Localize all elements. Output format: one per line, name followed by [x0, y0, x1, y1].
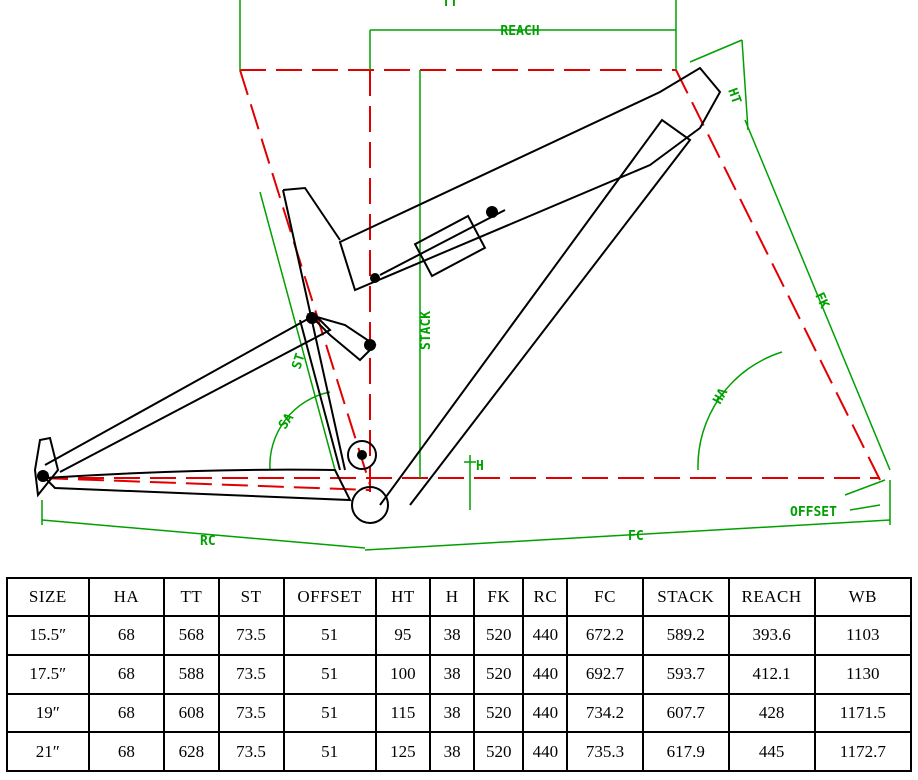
- cell-rc: 440: [522, 731, 569, 772]
- table-header-row: SIZE HA TT ST OFFSET HT H FK RC FC STACK…: [6, 577, 913, 617]
- header-size: SIZE: [6, 577, 90, 617]
- rc-label: RC: [200, 534, 216, 549]
- cell-tt: 608: [163, 692, 220, 734]
- cell-fc: 672.2: [566, 615, 644, 656]
- cell-offset: 51: [282, 692, 377, 734]
- frame-outline: [33, 66, 722, 524]
- cell-stack: 593.7: [641, 653, 730, 695]
- cell-fc: 734.2: [566, 692, 644, 734]
- offset-label: OFFSET: [790, 505, 837, 520]
- cell-h: 38: [429, 615, 476, 656]
- header-ha: HA: [87, 577, 166, 617]
- cell-reach: 412.1: [727, 653, 816, 695]
- header-wb: WB: [813, 577, 913, 617]
- cell-tt: 588: [163, 653, 220, 695]
- table-row: 19″ 68 608 73.5 51 115 38 520 440 734.2 …: [6, 692, 913, 734]
- cell-ht: 95: [374, 615, 432, 656]
- frame-geometry-diagram: TT REACH HT STACK FK ST SA HA H RC FC OF…: [33, 0, 891, 551]
- header-reach: REACH: [727, 577, 816, 617]
- ht-label: HT: [724, 86, 744, 106]
- st-label: ST: [290, 352, 309, 372]
- h-label: H: [476, 459, 484, 474]
- dimension-lines: [41, 0, 891, 551]
- cell-size: 17.5″: [6, 653, 90, 695]
- header-tt: TT: [163, 577, 220, 617]
- cell-stack: 589.2: [641, 615, 730, 656]
- cell-fk: 520: [473, 615, 525, 656]
- cell-size: 21″: [6, 731, 90, 772]
- cell-tt: 568: [163, 615, 220, 656]
- cell-st: 73.5: [217, 653, 285, 695]
- tt-label: TT: [442, 0, 458, 10]
- fc-label: FC: [628, 529, 644, 544]
- cell-rc: 440: [522, 653, 569, 695]
- cell-offset: 51: [282, 653, 377, 695]
- cell-size: 15.5″: [6, 615, 90, 656]
- cell-reach: 393.6: [727, 615, 816, 656]
- header-rc: RC: [522, 577, 569, 617]
- cell-fc: 735.3: [566, 731, 644, 772]
- cell-fc: 692.7: [566, 653, 644, 695]
- cell-ha: 68: [87, 692, 166, 734]
- cell-rc: 440: [522, 615, 569, 656]
- cell-ht: 125: [374, 731, 432, 772]
- cell-ht: 100: [374, 653, 432, 695]
- cell-wb: 1103: [813, 615, 913, 656]
- cell-st: 73.5: [217, 692, 285, 734]
- cell-st: 73.5: [217, 615, 285, 656]
- cell-ha: 68: [87, 731, 166, 772]
- cell-tt: 628: [163, 731, 220, 772]
- ha-label: HA: [710, 386, 731, 407]
- pivot-points: [37, 206, 498, 482]
- geometry-lines: [41, 69, 881, 500]
- cell-ha: 68: [87, 615, 166, 656]
- cell-fk: 520: [473, 692, 525, 734]
- cell-fk: 520: [473, 653, 525, 695]
- cell-stack: 607.7: [641, 692, 730, 734]
- cell-h: 38: [429, 653, 476, 695]
- header-h: H: [429, 577, 476, 617]
- header-fk: FK: [473, 577, 525, 617]
- geometry-table: SIZE HA TT ST OFFSET HT H FK RC FC STACK…: [6, 577, 913, 772]
- cell-offset: 51: [282, 731, 377, 772]
- cell-stack: 617.9: [641, 731, 730, 772]
- cell-wb: 1172.7: [813, 731, 913, 772]
- table-row: 17.5″ 68 588 73.5 51 100 38 520 440 692.…: [6, 653, 913, 695]
- cell-offset: 51: [282, 615, 377, 656]
- head-angle-arc: [697, 351, 783, 471]
- cell-size: 19″: [6, 692, 90, 734]
- cell-reach: 445: [727, 731, 816, 772]
- cell-fk: 520: [473, 731, 525, 772]
- table-row: 21″ 68 628 73.5 51 125 38 520 440 735.3 …: [6, 731, 913, 772]
- header-st: ST: [217, 577, 285, 617]
- cell-ha: 68: [87, 653, 166, 695]
- header-offset: OFFSET: [282, 577, 377, 617]
- seat-tube-axis-line: [239, 69, 371, 486]
- chainstay-line: [41, 477, 371, 491]
- seat-angle-arc: [269, 391, 331, 471]
- cell-st: 73.5: [217, 731, 285, 772]
- cell-h: 38: [429, 692, 476, 734]
- cell-wb: 1171.5: [813, 692, 913, 734]
- header-stack: STACK: [641, 577, 730, 617]
- header-ht: HT: [374, 577, 432, 617]
- cell-reach: 428: [727, 692, 816, 734]
- reach-label: REACH: [500, 24, 539, 39]
- fk-label: FK: [811, 290, 831, 311]
- cell-rc: 440: [522, 692, 569, 734]
- header-fc: FC: [566, 577, 644, 617]
- table-row: 15.5″ 68 568 73.5 51 95 38 520 440 672.2…: [6, 615, 913, 656]
- cell-ht: 115: [374, 692, 432, 734]
- cell-h: 38: [429, 731, 476, 772]
- sa-label: SA: [276, 411, 297, 433]
- stack-label: STACK: [419, 311, 434, 350]
- head-tube-axis-line: [675, 69, 881, 481]
- cell-wb: 1130: [813, 653, 913, 695]
